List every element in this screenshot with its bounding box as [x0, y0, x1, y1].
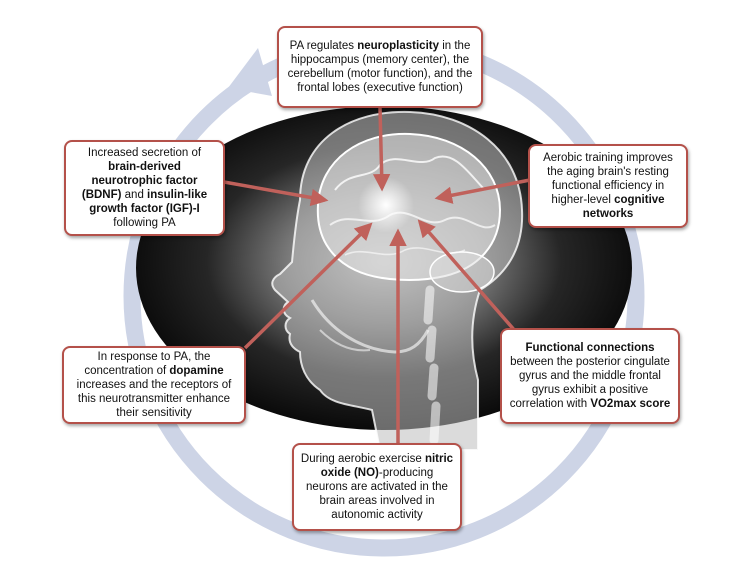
arrow-upper-right [434, 178, 531, 204]
box-dopamine: In response to PA, the concentration of … [62, 346, 246, 424]
box-functional-connections: Functional connections between the poste… [500, 328, 680, 424]
arrow-upper-left [223, 180, 329, 207]
arrow-top [372, 107, 391, 192]
arrow-lower-left [243, 222, 373, 350]
box-functional-connections-text: Functional connections between the poste… [509, 342, 671, 410]
cycle-arrowhead [228, 48, 272, 96]
box-neuroplasticity-text: PA regulates neuroplasticity in the hipp… [287, 40, 473, 94]
box-nitric-oxide: During aerobic exercise nitric oxide (NO… [292, 443, 462, 531]
box-neuroplasticity: PA regulates neuroplasticity in the hipp… [277, 26, 483, 108]
box-cognitive-networks-text: Aerobic training improves the aging brai… [543, 152, 673, 220]
spine [423, 285, 441, 445]
box-dopamine-text: In response to PA, the concentration of … [76, 351, 232, 419]
box-bdnf-igf-text: Increased secretion of brain-derived neu… [81, 147, 208, 229]
box-cognitive-networks: Aerobic training improves the aging brai… [528, 144, 688, 228]
brain-center-glow [358, 177, 414, 233]
arrows [223, 107, 531, 444]
box-nitric-oxide-text: During aerobic exercise nitric oxide (NO… [300, 453, 454, 521]
box-bdnf-igf: Increased secretion of brain-derived neu… [64, 140, 225, 236]
arrow-lower-right [417, 219, 518, 334]
